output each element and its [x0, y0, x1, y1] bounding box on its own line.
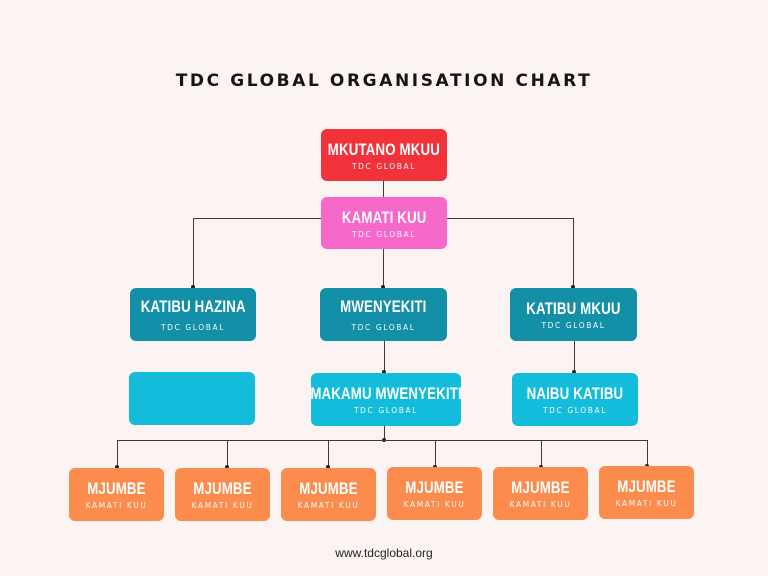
node-subtitle: TDC GLOBAL: [351, 229, 417, 239]
connector-member-4: [435, 440, 436, 467]
connector-to-katibu-hazina: [193, 218, 194, 288]
node-makamu-mwenyekiti: MAKAMU MWENYEKITI TDC GLOBAL: [310, 373, 462, 426]
connector-dot: [571, 285, 575, 289]
connector-dot: [326, 465, 330, 469]
connector-member-6: [647, 440, 648, 467]
node-mjumbe-1: MJUMBE KAMATI KUU: [69, 468, 164, 521]
connector-member-1: [117, 440, 118, 467]
node-title: MAKAMU MWENYEKITI: [310, 384, 462, 403]
node-mkutano-mkuu: MKUTANO MKUU TDC GLOBAL: [321, 129, 447, 181]
node-subtitle: TDC GLOBAL: [351, 323, 416, 332]
node-kamati-kuu: KAMATI KUU TDC GLOBAL: [321, 197, 447, 249]
connector-member-2: [227, 440, 228, 467]
node-subtitle: KAMATI KUU: [85, 501, 148, 510]
node-mjumbe-4: MJUMBE KAMATI KUU: [387, 467, 482, 520]
node-title: MJUMBE: [511, 478, 570, 497]
connector-member-3: [328, 440, 329, 467]
node-subtitle: KAMATI KUU: [297, 501, 360, 510]
connector-to-katibu-mkuu: [573, 218, 574, 288]
node-subtitle: KAMATI KUU: [403, 500, 466, 509]
connector-kamati-horizontal-right: [446, 218, 573, 219]
node-title: MJUMBE: [299, 479, 358, 498]
node-subtitle: KAMATI KUU: [509, 500, 572, 509]
website-url: www.tdcglobal.org: [335, 546, 433, 560]
node-mjumbe-6: MJUMBE KAMATI KUU: [599, 466, 694, 519]
node-title: NAIBU KATIBU: [526, 384, 624, 403]
node-mjumbe-3: MJUMBE KAMATI KUU: [281, 468, 376, 521]
node-katibu-hazina: KATIBU HAZINA TDC GLOBAL: [130, 288, 256, 341]
node-title: MJUMBE: [87, 479, 146, 498]
node-subtitle: TDC GLOBAL: [542, 406, 608, 415]
node-mwenyekiti: MWENYEKITI TDC GLOBAL: [320, 288, 447, 341]
connector-makamu-down: [384, 425, 385, 440]
node-empty-box: [129, 372, 255, 425]
node-title: MWENYEKITI: [340, 297, 427, 316]
node-title: KATIBU HAZINA: [140, 297, 246, 316]
connector-kamati-horizontal-left: [193, 218, 321, 219]
node-title: MKUTANO MKUU: [327, 139, 441, 159]
chart-title: TDC GLOBAL ORGANISATION CHART: [175, 71, 593, 91]
node-katibu-mkuu: KATIBU MKUU TDC GLOBAL: [510, 288, 637, 341]
connector-dot: [572, 370, 576, 374]
connector-dot: [381, 285, 385, 289]
node-title: MJUMBE: [193, 479, 252, 498]
node-mjumbe-5: MJUMBE KAMATI KUU: [493, 467, 588, 520]
connector-mkutano-kamati: [383, 180, 384, 197]
node-title: KAMATI KUU: [341, 207, 427, 227]
node-subtitle: TDC GLOBAL: [351, 161, 417, 171]
connector-dot: [191, 285, 195, 289]
connector-katibu-naibu: [574, 340, 575, 373]
connector-dot: [115, 465, 119, 469]
node-subtitle: TDC GLOBAL: [541, 321, 606, 330]
connector-dot: [225, 465, 229, 469]
node-subtitle: TDC GLOBAL: [160, 323, 226, 332]
node-title: MJUMBE: [617, 477, 676, 496]
node-naibu-katibu: NAIBU KATIBU TDC GLOBAL: [512, 373, 638, 426]
connector-dot: [382, 370, 386, 374]
node-title: MJUMBE: [405, 478, 464, 497]
node-mjumbe-2: MJUMBE KAMATI KUU: [175, 468, 270, 521]
connector-member-5: [541, 440, 542, 467]
connector-members-horizontal: [117, 440, 648, 441]
connector-to-mwenyekiti: [383, 248, 384, 288]
node-subtitle: KAMATI KUU: [615, 499, 678, 508]
node-subtitle: KAMATI KUU: [191, 501, 254, 510]
connector-mwenyekiti-makamu: [384, 340, 385, 373]
node-title: KATIBU MKUU: [526, 299, 621, 318]
node-subtitle: TDC GLOBAL: [353, 406, 419, 415]
